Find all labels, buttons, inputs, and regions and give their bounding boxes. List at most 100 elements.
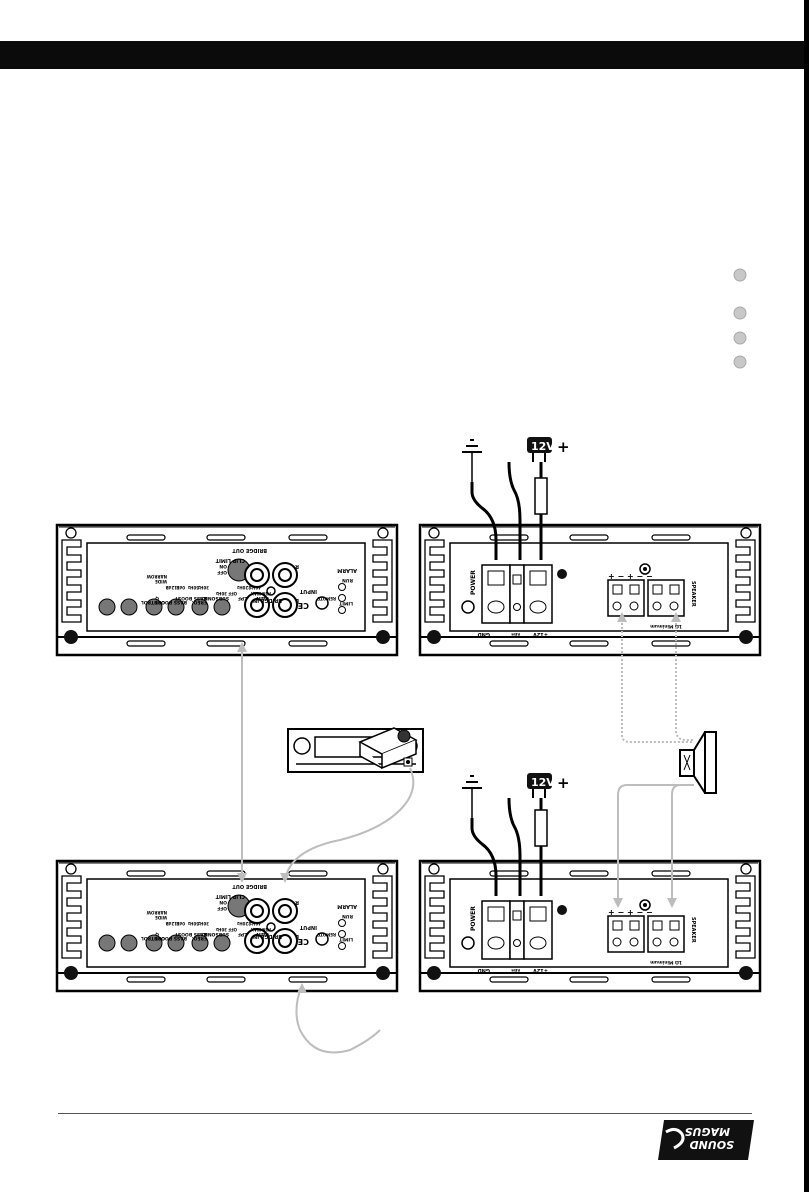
label-rem: REM	[511, 968, 520, 972]
label-run: RUN	[342, 913, 353, 919]
bullet-icon	[733, 331, 747, 345]
label-l: L	[295, 933, 299, 939]
logo-swirl-icon	[665, 1127, 685, 1150]
page-edge-tab	[804, 0, 809, 1192]
label-bridge-out: BRIDGE OUT	[232, 883, 267, 889]
label-12v: +12V	[533, 631, 548, 637]
label-subsonic: SUBSONIC	[202, 595, 229, 601]
amplifier-top-right: POWER GND REM +12V SPEAKER 1Ω Minimum + …	[418, 523, 762, 657]
label-alarm: ALARM	[337, 567, 357, 573]
label-12db: 12dB	[166, 585, 177, 590]
label-freq: FREQ.	[192, 599, 207, 605]
label-gain: GAIN	[256, 595, 269, 601]
label-40hz: 40Hz	[249, 921, 261, 926]
label-remote: REMOTE	[317, 596, 336, 601]
label-power: POWER	[470, 570, 477, 595]
label-1ohm-minimum: 1Ω Minimum	[650, 623, 682, 629]
amplifier-bottom-right: POWER GND REM +12V SPEAKER 1Ω Minimum + …	[418, 859, 762, 993]
battery-icon	[527, 437, 552, 453]
label-input: INPUT	[299, 924, 317, 930]
label-1ohm-minimum: 1Ω Minimum	[650, 959, 682, 965]
label-wide: WIDE	[155, 915, 167, 920]
label-50hz: 50Hz	[187, 585, 199, 590]
label-gain: GAIN	[256, 931, 269, 937]
label-r: R	[295, 563, 299, 569]
battery-plus: +	[557, 774, 570, 792]
label-speaker: SPEAKER	[690, 581, 696, 607]
amplifier-bottom-left: CE BRIDGE OUT BRIDGE IN INPUT R L CLIP L…	[55, 859, 399, 993]
label-wide: WIDE	[155, 579, 167, 584]
label-remote: REMOTE	[317, 932, 336, 937]
ce-mark: CE	[298, 937, 309, 946]
power-wiring-bottom: 12V +	[462, 773, 570, 896]
label-12db: 12dB	[166, 921, 177, 926]
battery-plus: +	[557, 438, 570, 456]
bullet-list-markers	[733, 268, 747, 369]
label-alarm: ALARM	[337, 903, 357, 909]
label-30hz: 30Hz	[215, 927, 227, 932]
label-0db: 0dB	[176, 921, 185, 926]
label-max: MAX	[251, 591, 261, 596]
logo-text-magus: MAGUS	[685, 1125, 730, 1138]
label-q: Q	[155, 595, 159, 601]
label-bass-boost: BASS BOOST	[174, 595, 207, 601]
label-limit: LIMIT	[338, 936, 353, 942]
label-bridge-in: BRIDGE IN	[253, 597, 282, 603]
fuse-icon	[534, 809, 548, 847]
bullet-icon	[733, 268, 747, 282]
label-off2: OFF	[228, 591, 237, 596]
label-220hz: 220Hz	[236, 585, 251, 590]
label-control: CONTROL	[141, 599, 165, 605]
label-power: POWER	[470, 906, 477, 931]
label-max: MAX	[251, 927, 261, 932]
label-subsonic: SUBSONIC	[202, 931, 229, 937]
power-wiring-top: 12V +	[462, 437, 570, 560]
battery-label: 12V	[531, 776, 555, 789]
label-off: OFF	[217, 905, 227, 911]
ce-mark: CE	[298, 601, 309, 610]
label-clip-limit: CLIP LIMIT	[215, 557, 245, 563]
amplifier-top-left: CE BRIDGE OUT BRIDGE IN INPUT R L CLIP L…	[55, 523, 399, 657]
battery-label: 12V	[531, 440, 555, 453]
label-control: CONTROL	[141, 935, 165, 941]
label-r: R	[295, 899, 299, 905]
bullet-icon	[733, 306, 747, 320]
label-run: RUN	[342, 577, 353, 583]
label-30hz: 30Hz	[215, 591, 227, 596]
label-off2: OFF	[228, 927, 237, 932]
signal-cables	[237, 612, 694, 1054]
label-40hz: 40Hz	[249, 585, 261, 590]
label-q: Q	[155, 931, 159, 937]
soundmagus-logo: SOUND MAGUS	[658, 1120, 754, 1160]
label-min: MIN	[262, 927, 271, 932]
label-l: L	[295, 597, 299, 603]
battery-icon	[527, 773, 552, 789]
label-min: MIN	[262, 591, 271, 596]
label-narrow: NARROW	[146, 574, 167, 579]
label-lpf: LPF	[238, 931, 247, 937]
label-bass-boost-2: BASS BOOST	[154, 935, 187, 941]
label-30hz-b: 30Hz	[197, 585, 209, 590]
footer-rule	[58, 1113, 752, 1114]
label-12v: +12V	[533, 967, 548, 973]
label-rem: REM	[511, 632, 520, 636]
label-on: ON	[219, 563, 227, 569]
label-terminal-signs: + − + − −	[608, 572, 653, 581]
label-220hz: 220Hz	[236, 921, 251, 926]
label-bridge-out: BRIDGE OUT	[232, 547, 267, 553]
label-bridge-in: BRIDGE IN	[253, 933, 282, 939]
label-terminal-signs: + − + − −	[608, 908, 653, 917]
label-freq: FREQ.	[192, 935, 207, 941]
bass-remote-knob-icon	[358, 727, 418, 770]
bullet-icon	[733, 355, 747, 369]
label-off: OFF	[217, 569, 227, 575]
label-limit: LIMIT	[338, 600, 353, 606]
speaker-icon	[679, 731, 717, 794]
label-gnd: GND	[478, 967, 490, 973]
label-lpf: LPF	[238, 595, 247, 601]
label-speaker: SPEAKER	[690, 917, 696, 943]
header-bar	[0, 41, 809, 69]
label-0db: 0dB	[176, 585, 185, 590]
fuse-icon	[534, 477, 548, 515]
